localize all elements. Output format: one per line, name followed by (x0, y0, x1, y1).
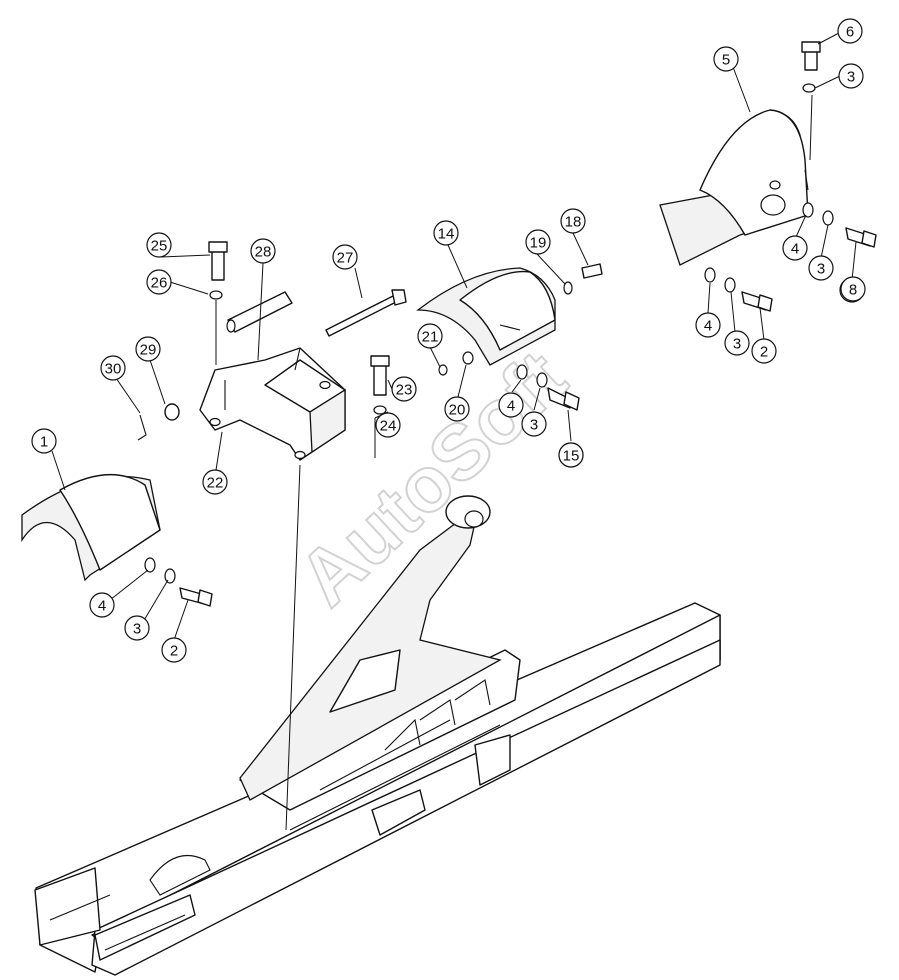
callout-6: 6 (837, 18, 863, 44)
callout-25: 25 (146, 232, 172, 258)
callout-1: 1 (31, 428, 57, 454)
svg-text:4: 4 (98, 598, 106, 615)
callout-23: 23 (391, 376, 417, 402)
svg-text:5: 5 (722, 52, 730, 69)
callout-20: 20 (444, 396, 470, 422)
callout-22: 22 (202, 469, 228, 495)
svg-text:3: 3 (817, 261, 825, 278)
callout-2: 2 (751, 338, 777, 364)
guard-5 (659, 109, 809, 266)
svg-text:27: 27 (337, 250, 354, 267)
svg-text:8: 8 (849, 282, 857, 299)
svg-text:4: 4 (507, 398, 515, 415)
svg-text:24: 24 (380, 418, 397, 435)
callout-18: 18 (560, 208, 586, 234)
svg-text:3: 3 (530, 417, 538, 434)
svg-text:28: 28 (255, 244, 272, 261)
callout-8: 8 (840, 276, 866, 302)
cover-1 (21, 474, 161, 582)
svg-text:2: 2 (170, 643, 178, 660)
svg-text:3: 3 (733, 336, 741, 353)
callout-28: 28 (250, 238, 276, 264)
svg-text:22: 22 (207, 475, 224, 492)
callout-3: 3 (808, 255, 834, 281)
svg-text:29: 29 (140, 342, 157, 359)
callout-4: 4 (89, 592, 115, 618)
callout-30: 30 (100, 355, 126, 381)
track-frame (34, 495, 721, 976)
bolt-27 (325, 289, 407, 337)
svg-text:2: 2 (760, 344, 768, 361)
callout-24: 24 (375, 412, 401, 438)
callout-15: 15 (558, 442, 584, 468)
callout-4: 4 (498, 392, 524, 418)
svg-text:20: 20 (449, 402, 466, 419)
svg-text:15: 15 (563, 448, 580, 465)
callout-2: 2 (161, 637, 187, 663)
svg-text:30: 30 (105, 361, 122, 378)
hardware (137, 41, 877, 607)
svg-text:23: 23 (396, 382, 413, 399)
callout-4: 4 (782, 235, 808, 261)
svg-text:26: 26 (151, 275, 168, 292)
callout-26: 26 (146, 269, 172, 295)
callout-14: 14 (433, 220, 459, 246)
bracket-22 (199, 347, 346, 461)
svg-text:4: 4 (704, 318, 712, 335)
svg-text:4: 4 (791, 241, 799, 258)
cover-14 (416, 267, 556, 366)
svg-text:21: 21 (422, 329, 439, 346)
svg-text:3: 3 (847, 69, 855, 86)
svg-text:3: 3 (133, 621, 141, 638)
callout-19: 19 (525, 229, 551, 255)
svg-text:14: 14 (438, 226, 455, 243)
callout-3: 3 (124, 615, 150, 641)
svg-text:6: 6 (846, 24, 854, 41)
callout-5: 5 (713, 46, 739, 72)
callout-21: 21 (417, 323, 443, 349)
callout-29: 29 (135, 336, 161, 362)
callout-27: 27 (332, 244, 358, 270)
callout-3: 3 (724, 330, 750, 356)
svg-text:1: 1 (40, 434, 48, 451)
svg-text:18: 18 (565, 214, 582, 231)
callout-3: 3 (838, 63, 864, 89)
callout-3: 3 (521, 411, 547, 437)
svg-text:25: 25 (151, 238, 168, 255)
svg-text:19: 19 (530, 235, 547, 252)
callout-4: 4 (695, 312, 721, 338)
